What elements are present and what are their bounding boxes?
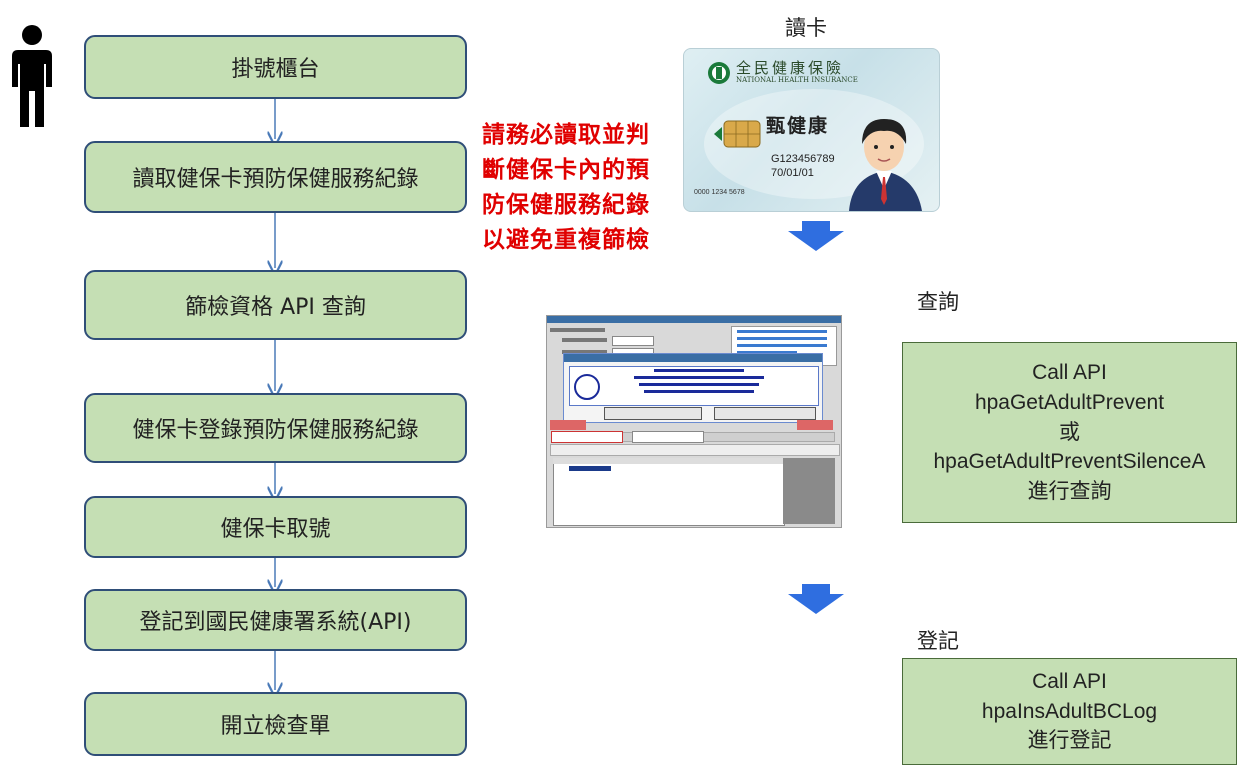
query-api-line-3: 或 (1059, 420, 1080, 444)
query-api-line-2: hpaGetAdultPrevent (974, 390, 1165, 414)
down-arrow-icon (788, 221, 844, 251)
card-number: 0000 1234 5678 (694, 189, 745, 196)
card-title-en: NATIONAL HEALTH INSURANCE (736, 76, 858, 84)
down-arrow-icon-2 (788, 584, 844, 614)
health-insurance-card: 全民健康保險 NATIONAL HEALTH INSURANCE 甄健康 G12… (683, 48, 940, 212)
register-api-line-1: Call API (1032, 669, 1107, 693)
card-title-zh: 全民健康保險 (736, 59, 845, 77)
card-caption: 讀卡 (785, 16, 827, 40)
step-eligibility-api-query: 篩檢資格 API 查詢 (84, 270, 467, 340)
warning-text: 請務必讀取並判 斷健保卡內的預 防保健服務紀錄 以避免重複篩檢 (482, 122, 650, 253)
query-api-box: Call API hpaGetAdultPrevent 或 hpaGetAdul… (902, 342, 1237, 523)
query-api-line-1: Call API (1032, 360, 1107, 384)
step-read-card-records: 讀取健保卡預防保健服務紀錄 (84, 141, 467, 213)
card-birth-date: 70/01/01 (771, 167, 814, 179)
register-api-box: Call API hpaInsAdultBCLog 進行登記 (902, 658, 1237, 765)
register-caption: 登記 (917, 629, 959, 653)
query-api-line-4: hpaGetAdultPreventSilenceA (933, 450, 1206, 474)
query-caption: 查詢 (917, 290, 959, 314)
software-screenshot (546, 315, 842, 528)
step-card-queue-number: 健保卡取號 (84, 496, 467, 558)
step-register-hpa-system: 登記到國民健康署系統(API) (84, 589, 467, 651)
step-issue-exam-order: 開立檢查單 (84, 692, 467, 756)
person-icon (12, 25, 52, 127)
step-registration-counter: 掛號櫃台 (84, 35, 467, 99)
query-api-line-5: 進行查詢 (1027, 480, 1112, 504)
card-id-number: G123456789 (771, 153, 835, 165)
register-api-line-3: 進行登記 (1027, 729, 1112, 753)
card-holder-name: 甄健康 (766, 115, 830, 137)
register-api-line-2: hpaInsAdultBCLog (981, 699, 1158, 723)
step-write-card-records: 健保卡登錄預防保健服務紀錄 (84, 393, 467, 463)
